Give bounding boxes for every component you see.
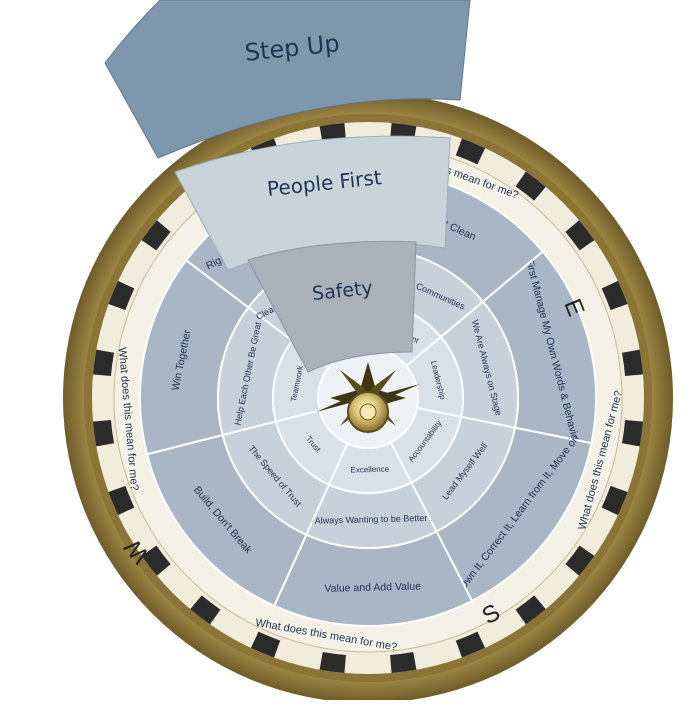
compass-tick — [455, 631, 486, 658]
compass-tick — [390, 652, 417, 673]
compass-tick — [93, 420, 114, 447]
compass-tick — [141, 220, 171, 251]
middle-ring-label: Always Wanting to be Better — [315, 513, 428, 526]
compass-tick — [515, 595, 546, 625]
compass-tick — [565, 545, 595, 576]
compass-tick — [565, 220, 595, 251]
outer-ring-label: Value and Add Value — [324, 581, 421, 595]
compass-tick — [108, 280, 135, 311]
compass-tick — [601, 280, 628, 311]
compass-tick — [622, 349, 643, 376]
inner-ring-label: Excellence — [350, 465, 389, 475]
tab-safety[interactable]: Safety — [247, 240, 417, 373]
compass-tick — [622, 420, 643, 447]
compass-rose — [316, 362, 420, 434]
compass-tick-marks — [93, 123, 643, 673]
compass-tick — [455, 138, 486, 165]
compass-tick — [93, 349, 114, 376]
compass-tick — [250, 631, 281, 658]
compass-tick — [319, 652, 346, 673]
compass-tick — [190, 595, 221, 625]
tab-step-up[interactable]: Step Up — [104, 0, 471, 159]
compass-tick — [141, 545, 171, 576]
compass-tick — [601, 485, 628, 516]
compass-tick — [108, 485, 135, 516]
compass-tick — [515, 171, 546, 201]
